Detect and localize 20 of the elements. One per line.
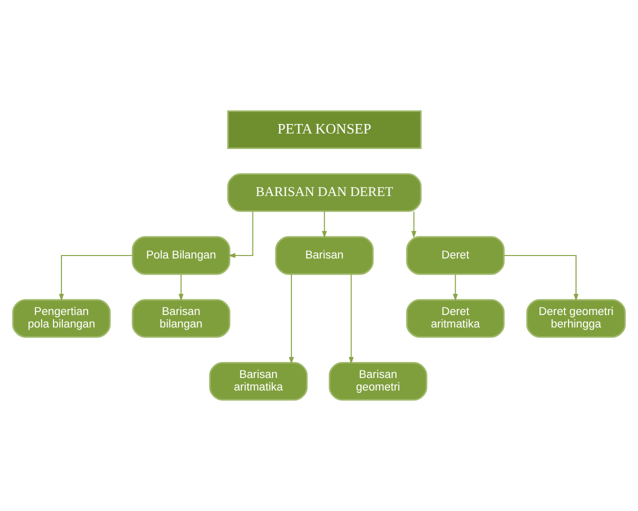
arrow <box>348 274 354 364</box>
arrow <box>452 274 458 302</box>
node-box: Barisan geometri <box>328 362 428 401</box>
node-box: Barisan <box>275 236 374 275</box>
arrow <box>411 211 416 238</box>
node-box: Deret <box>406 236 505 275</box>
node-box: BARISAN DAN DERET <box>227 173 422 212</box>
node-box: Deret geometri berhingga <box>526 299 626 338</box>
node-box: Barisan bilangan <box>132 299 230 338</box>
node-box: Pengertian pola bilangan <box>12 299 111 338</box>
arrow <box>504 254 579 302</box>
arrow <box>178 274 184 302</box>
node-box: Barisan aritmatika <box>209 362 308 401</box>
arrow <box>58 254 132 302</box>
arrow <box>322 211 327 238</box>
node-box: Pola Bilangan <box>132 236 230 275</box>
arrow <box>228 211 254 258</box>
node-box: Deret aritmatika <box>406 299 505 338</box>
node-box: PETA KONSEP <box>227 110 422 150</box>
arrow <box>288 274 294 364</box>
